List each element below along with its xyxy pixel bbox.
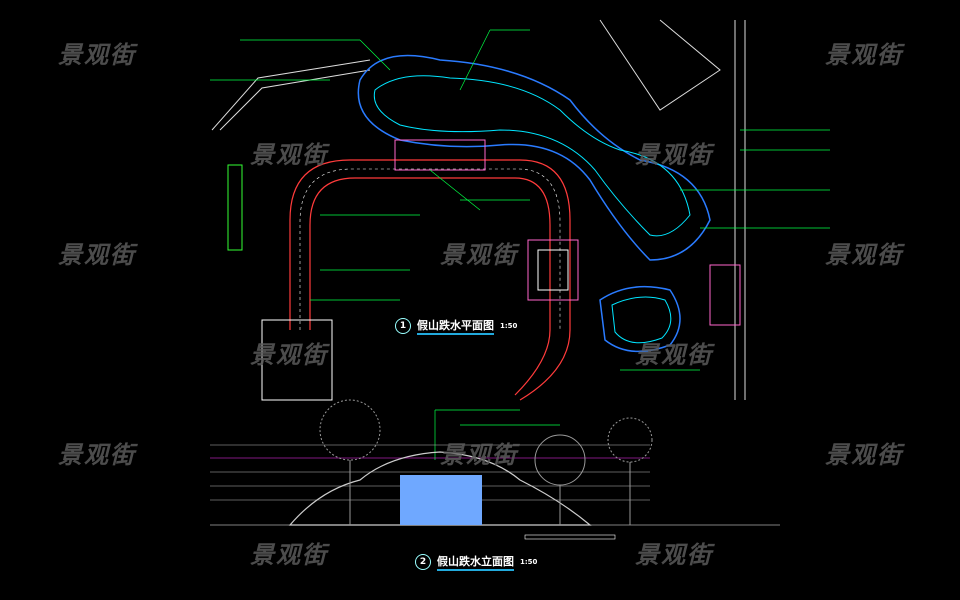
trees (319, 399, 653, 525)
waterfall (400, 475, 482, 525)
watermark: 景观街 (250, 541, 328, 569)
watermark: 景观街 (440, 241, 518, 269)
garden-path (289, 159, 571, 401)
elevation-title-text: 假山跌水立面图 (437, 553, 514, 571)
watermark: 景观街 (825, 441, 903, 469)
watermark: 景观街 (58, 241, 136, 269)
watermark: 景观街 (58, 41, 136, 69)
watermark: 景观街 (58, 441, 136, 469)
watermark: 景观街 (635, 541, 713, 569)
plan-number: 1 (395, 318, 411, 334)
plan-title-text: 假山跌水平面图 (417, 317, 494, 335)
watermark: 景观街 (635, 341, 713, 369)
watermark: 景观街 (250, 341, 328, 369)
pond-plan (373, 75, 691, 344)
plan-title: 1 假山跌水平面图 1:50 (395, 317, 517, 335)
watermark: 景观街 (825, 241, 903, 269)
rockery-plan (357, 54, 711, 353)
watermark: 景观街 (440, 441, 518, 469)
elevation-title: 2 假山跌水立面图 1:50 (415, 553, 537, 571)
watermark: 景观街 (635, 141, 713, 169)
scale-bar (524, 534, 616, 540)
watermark: 景观街 (250, 141, 328, 169)
plan-scale: 1:50 (500, 322, 518, 330)
elevation-scale: 1:50 (520, 558, 538, 566)
structures (227, 139, 741, 401)
site-boundary (211, 19, 746, 400)
watermark: 景观街 (825, 41, 903, 69)
elevation-number: 2 (415, 554, 431, 570)
annotation-leaders (210, 29, 830, 460)
rockery-elevation (288, 451, 592, 526)
